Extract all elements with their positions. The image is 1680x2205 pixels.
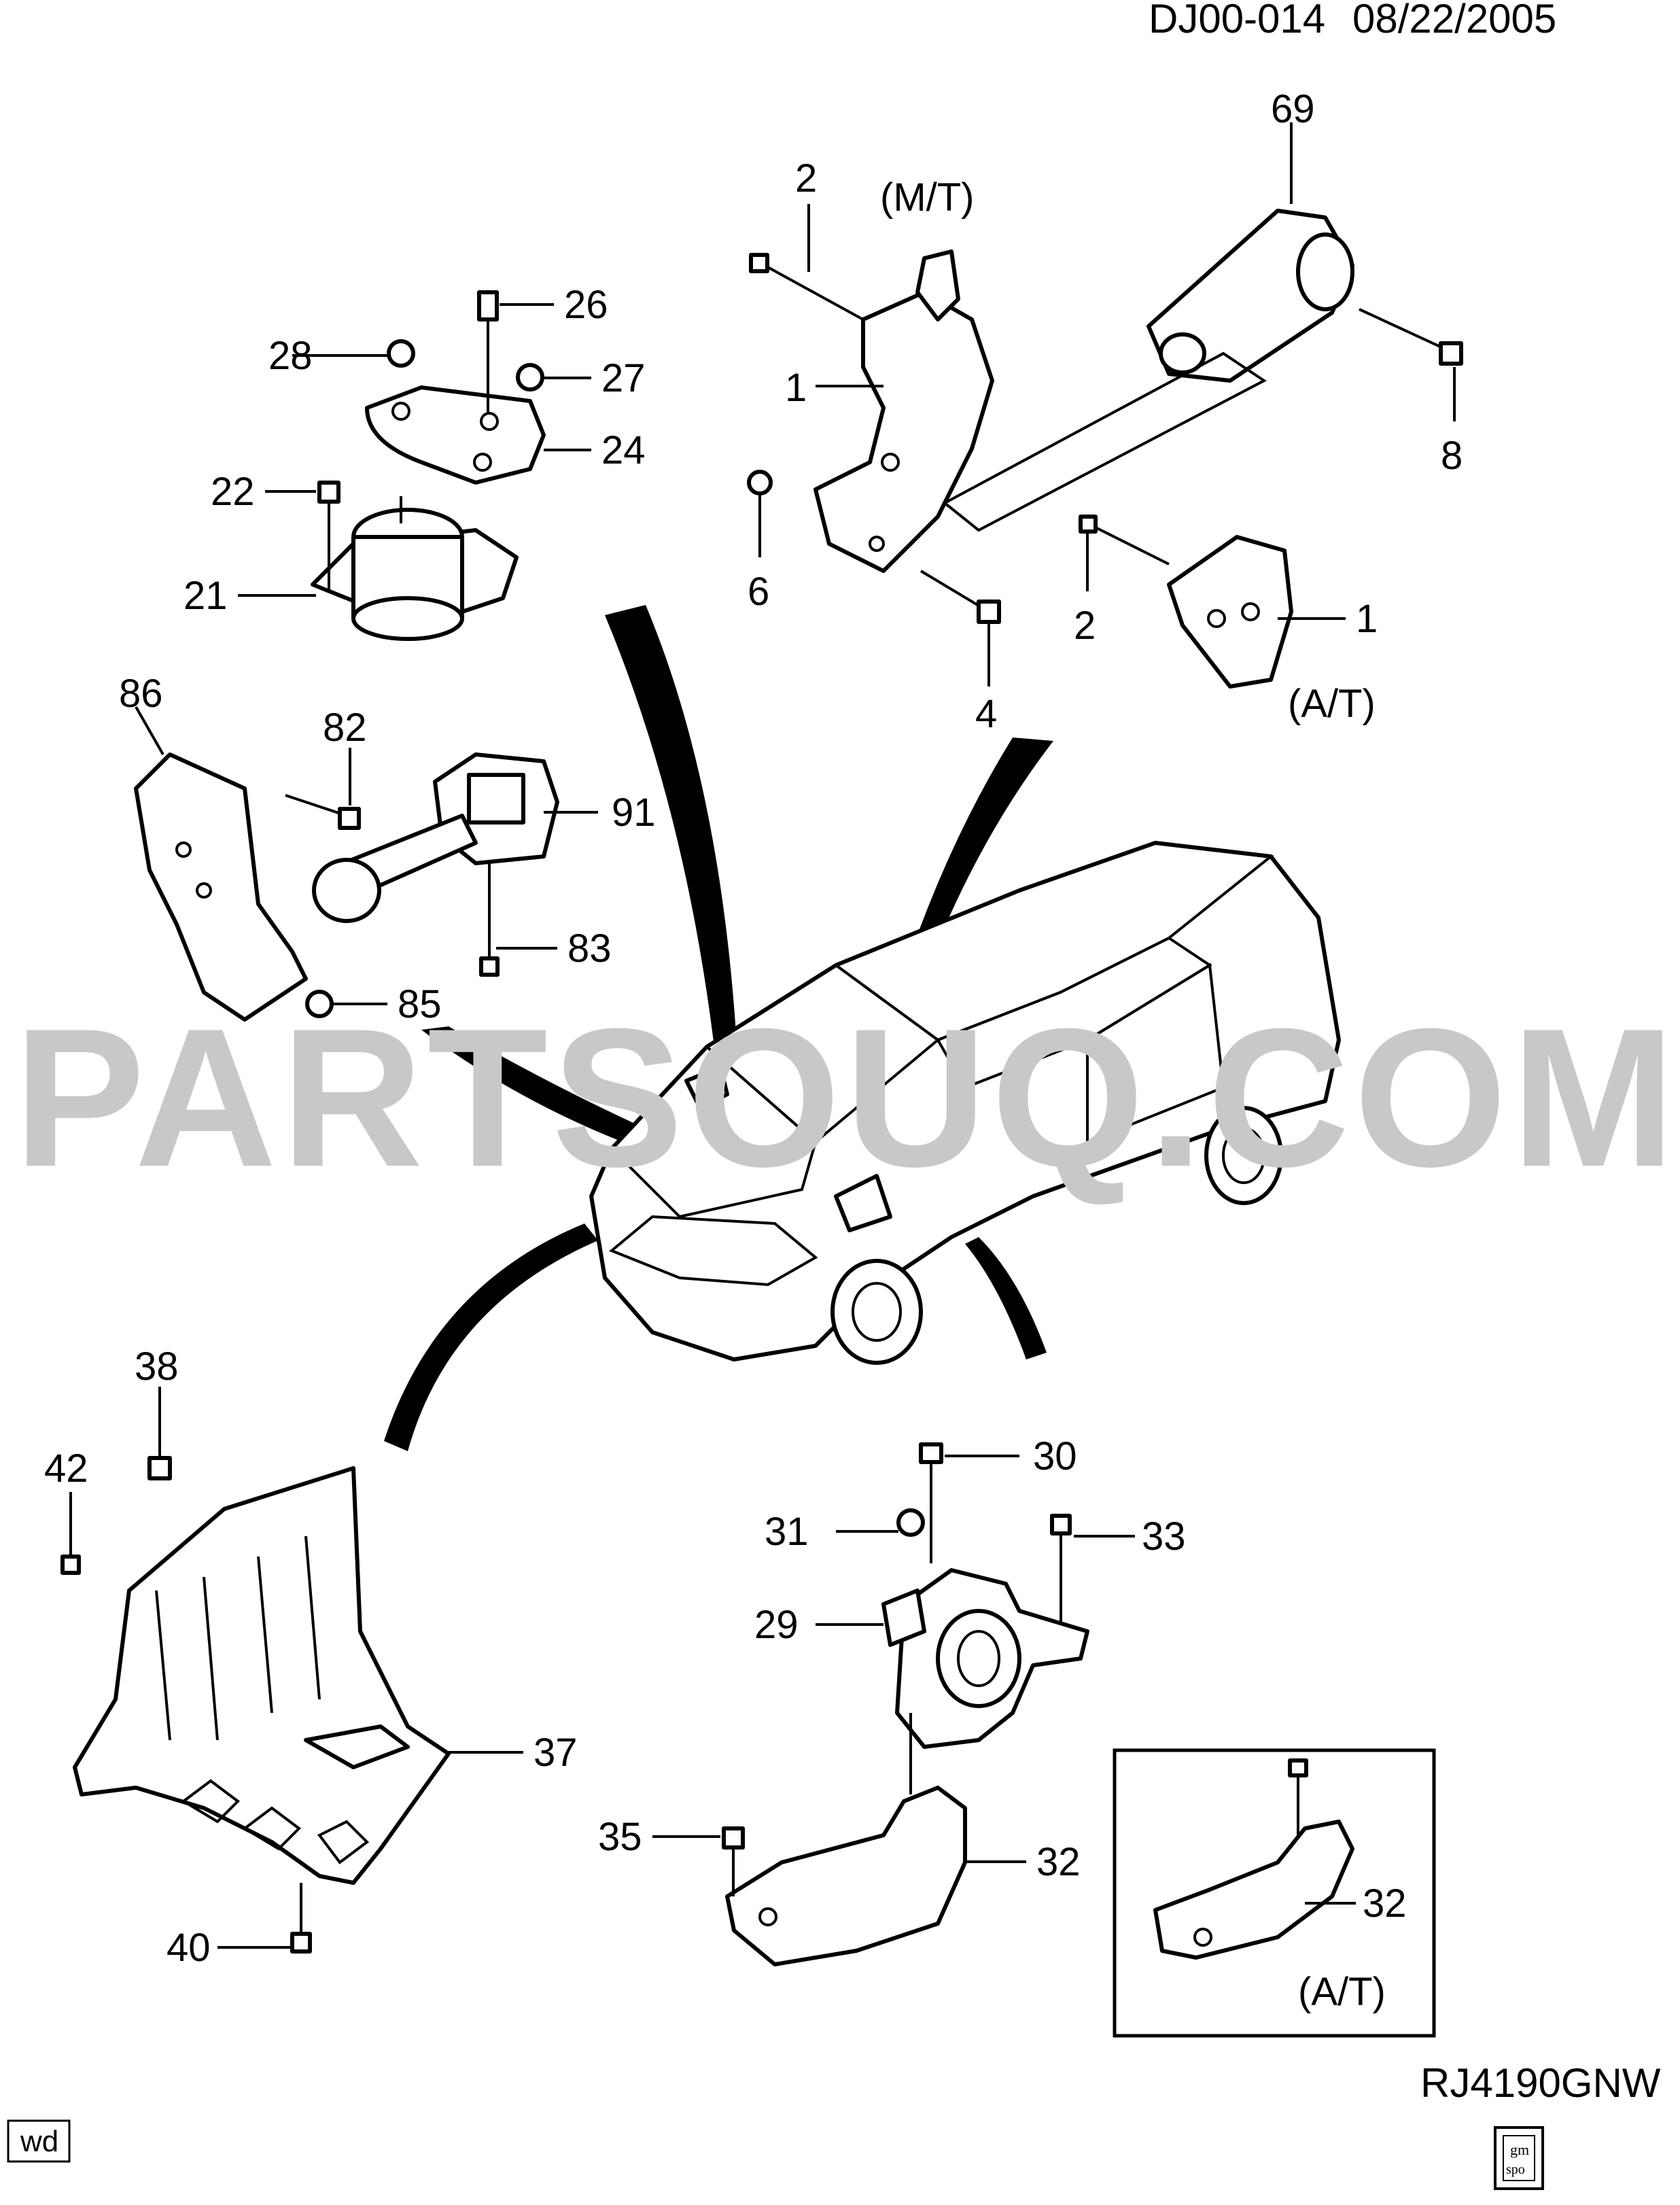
- callout-32: 32: [1036, 1840, 1081, 1884]
- variant-at-inset: (A/T): [1298, 1970, 1386, 2014]
- bolt-40: [290, 1883, 312, 1954]
- nut-27: [516, 363, 544, 392]
- bolt-35: [722, 1826, 745, 1896]
- bracket-1-mt: [813, 249, 994, 573]
- callout-2-at: 2: [1074, 604, 1096, 648]
- wd-tag-box: [7, 2119, 71, 2163]
- mount-29: [881, 1568, 1089, 1749]
- bracket-1-at: [1167, 535, 1293, 689]
- mount-bracket-24: [365, 385, 546, 485]
- callout-38: 38: [135, 1344, 179, 1389]
- ref-code: RJ4190GNW: [1420, 2060, 1661, 2106]
- callout-2-mt: 2: [795, 156, 817, 201]
- callout-8: 8: [1441, 434, 1463, 478]
- pointer-swoosh-bottom-left: [384, 1223, 598, 1451]
- callout-6: 6: [748, 570, 769, 614]
- watermark: PARTSOUQ.COM: [14, 988, 1679, 1208]
- variant-at-upper: (A/T): [1288, 682, 1376, 726]
- doc-code: DJ00-014: [1149, 0, 1325, 41]
- pointer-swoosh-bottom-right: [965, 1237, 1047, 1359]
- callout-24: 24: [601, 428, 646, 472]
- callout-30: 30: [1033, 1434, 1077, 1478]
- callout-37: 37: [533, 1731, 578, 1775]
- torque-rod-69: [1147, 209, 1354, 383]
- nut-6: [747, 470, 773, 496]
- callout-32-at: 32: [1363, 1881, 1407, 1926]
- variant-mt: (M/T): [880, 175, 975, 220]
- nut-85: [305, 990, 334, 1018]
- support-bracket-32: [725, 1713, 967, 1966]
- callout-33: 33: [1142, 1514, 1186, 1559]
- engine-under-cover-37: [73, 1466, 451, 1885]
- nut-31: [896, 1508, 925, 1537]
- callout-82: 82: [323, 706, 367, 750]
- callout-29: 29: [754, 1603, 799, 1647]
- callout-40: 40: [167, 1926, 211, 1970]
- callout-22: 22: [211, 470, 255, 514]
- bolt-33: [1050, 1514, 1072, 1625]
- bolt-8: [1359, 308, 1463, 366]
- callout-91: 91: [612, 791, 656, 835]
- connector-line: [942, 351, 1267, 532]
- callout-69: 69: [1271, 87, 1315, 131]
- svg-text:gm: gm: [1510, 2141, 1529, 2158]
- svg-text:spo: spo: [1506, 2162, 1525, 2177]
- wd-tag: wd: [20, 2125, 58, 2158]
- nut-28: [387, 339, 415, 368]
- bolt-2-mt: [749, 253, 864, 321]
- callout-27: 27: [601, 356, 646, 400]
- callout-31: 31: [765, 1510, 809, 1554]
- bolt-26: [477, 290, 499, 415]
- bolt-22: [317, 481, 340, 591]
- callout-85: 85: [398, 982, 442, 1026]
- callout-86: 86: [119, 672, 163, 716]
- bolt-4: [920, 570, 1001, 624]
- callout-21: 21: [183, 574, 228, 618]
- bolt-83: [479, 863, 500, 977]
- bracket-86: [134, 752, 308, 1022]
- car-illustration: [589, 841, 1341, 1365]
- callout-35: 35: [598, 1815, 642, 1859]
- gm-spo-logo: gm spo: [1494, 2126, 1544, 2190]
- bolt-30: [919, 1442, 943, 1563]
- callout-1-at: 1: [1356, 597, 1378, 641]
- support-bracket-32-at: [1153, 1758, 1354, 1960]
- bolt-38: [147, 1456, 172, 1480]
- callout-26: 26: [564, 283, 608, 327]
- callout-42: 42: [44, 1446, 88, 1491]
- bolt-2-at: [1079, 515, 1170, 566]
- mount-91: [312, 752, 559, 923]
- engine-mount-21: [311, 496, 519, 641]
- bolt-82: [285, 794, 361, 830]
- callout-28: 28: [268, 334, 313, 378]
- bolt-42: [60, 1555, 81, 1575]
- callout-83: 83: [567, 926, 612, 971]
- callout-1-mt: 1: [785, 366, 807, 410]
- callout-4: 4: [975, 692, 997, 736]
- doc-date: 08/22/2005: [1352, 0, 1556, 41]
